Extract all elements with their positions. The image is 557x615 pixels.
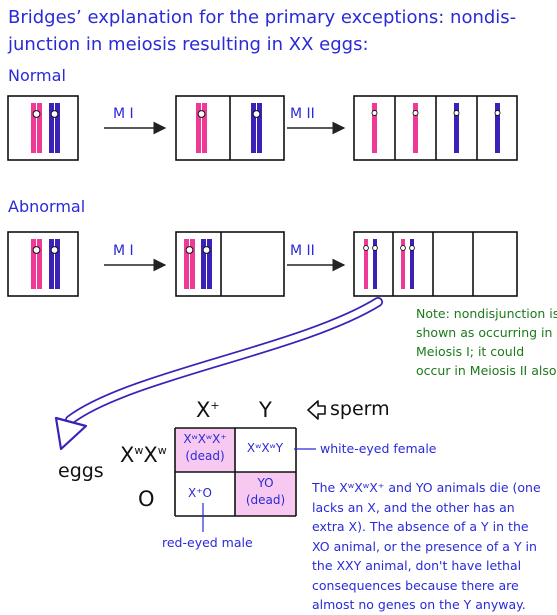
column-header-x-plus: X+ <box>196 398 220 422</box>
punnett-square-grid <box>174 427 297 517</box>
note-line-1: Note: nondisjunction is <box>416 306 557 321</box>
normal-m2-label: M II <box>290 106 315 122</box>
row-header-xwxw: XwXw <box>120 443 167 467</box>
normal-parent-cell <box>7 95 79 161</box>
red-eyed-male-label: red-eyed male <box>162 535 253 550</box>
note-line-3: Meiosis I; it could <box>416 344 525 359</box>
note-line-2: shown as occurring in <box>416 325 553 340</box>
cell-xxx: XʷXʷX⁺ (dead) <box>183 432 227 463</box>
section-abnormal-label: Abnormal <box>8 197 86 216</box>
eggs-label: eggs <box>58 460 104 482</box>
abnormal-parent-cell <box>7 231 79 297</box>
sperm-arrow-icon <box>307 400 326 420</box>
lethality-explanation: The XʷXʷX⁺ and YO animals die (one lacks… <box>312 480 541 612</box>
title-line-1: Bridges’ explanation for the primary exc… <box>8 7 517 28</box>
normal-mi-cells <box>175 95 285 161</box>
white-eyed-female-label: white-eyed female <box>320 441 437 456</box>
section-normal-label: Normal <box>8 66 66 85</box>
title-line-2: junction in meiosis resulting in XX eggs… <box>8 34 369 55</box>
abnormal-mi-cells <box>175 231 285 297</box>
cell-yo: YO (dead) <box>245 476 286 507</box>
note-line-4: occur in Meiosis II also. <box>416 363 557 378</box>
cell-xxy: XʷXʷY <box>246 441 284 455</box>
abnormal-mii-cells <box>353 231 518 297</box>
normal-m1-label: M I <box>113 106 134 122</box>
eggs-curved-arrow <box>54 297 383 451</box>
normal-mii-cells <box>353 95 518 161</box>
sperm-label: sperm <box>330 398 390 420</box>
abnormal-m1-label: M I <box>113 243 134 259</box>
cell-xo: X⁺O <box>188 486 212 500</box>
nondisjunction-note: Note: nondisjunction is shown as occurri… <box>416 304 557 380</box>
column-header-y: Y <box>259 398 272 422</box>
diagram-title: Bridges’ explanation for the primary exc… <box>8 4 516 58</box>
row-header-o: O <box>138 487 155 511</box>
abnormal-m2-label: M II <box>290 243 315 259</box>
